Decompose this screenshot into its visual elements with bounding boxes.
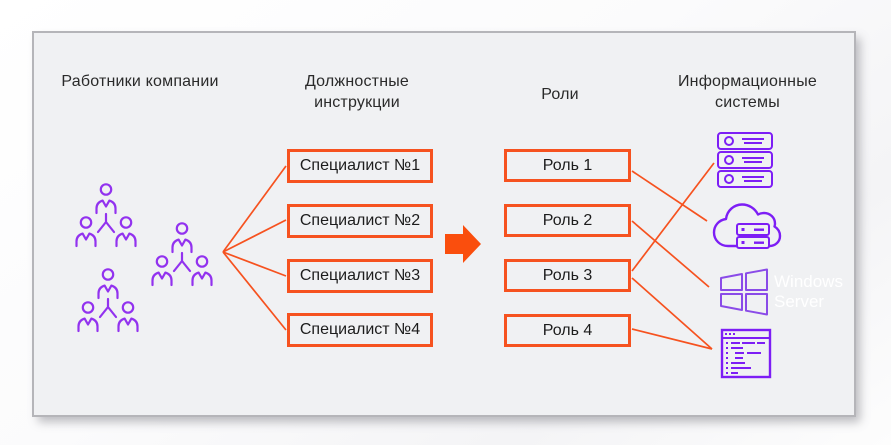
column-header-instructions: Должностные инструкции [304,73,410,111]
specialist-box-2: Специалист №2 [287,204,433,238]
column-header-roles: Роли [541,86,579,103]
windows-server-label: Windows Server [774,272,843,311]
specialist-box-4: Специалист №4 [287,313,433,347]
specialist-box-1: Специалист №1 [287,149,433,183]
column-header-employees: Работники компании [61,73,219,90]
role-box-4: Роль 4 [504,314,631,347]
role-box-1: Роль 1 [504,149,631,182]
role-box-2: Роль 2 [504,204,631,237]
column-header-systems: Информационные системы [677,73,818,111]
role-box-3: Роль 3 [504,259,631,292]
specialist-box-3: Специалист №3 [287,259,433,293]
